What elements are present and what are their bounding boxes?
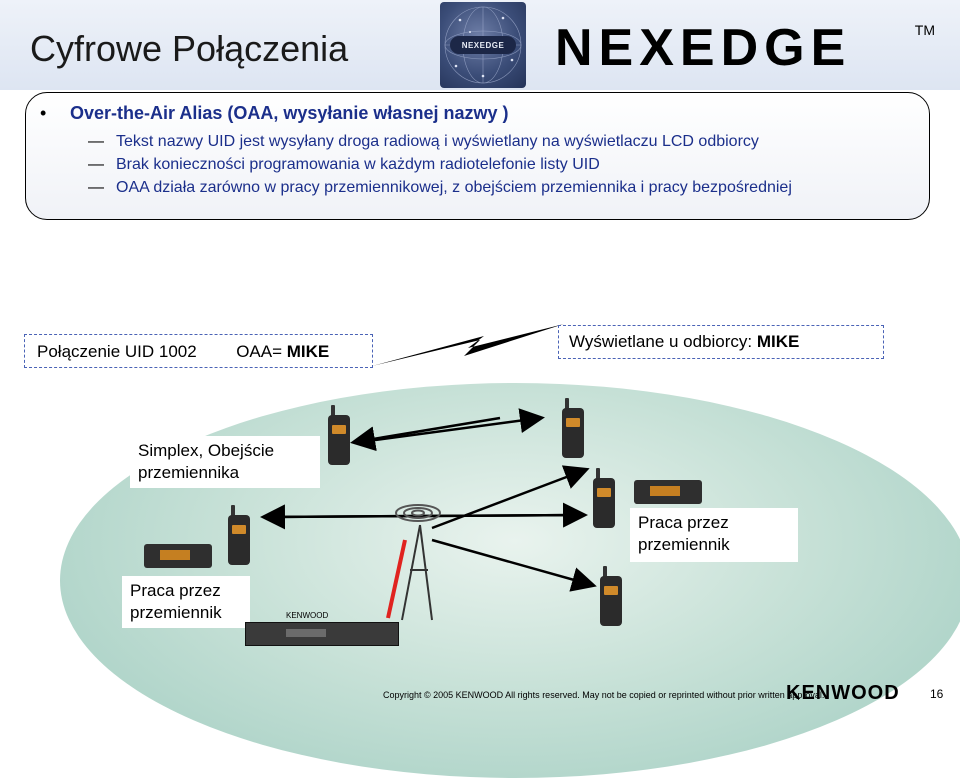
- handheld-radio-icon: [328, 405, 350, 465]
- nexedge-badge-logo: NEXEDGE: [440, 2, 526, 88]
- dash-icon: —: [88, 179, 104, 196]
- repeater-label-left: Praca przez przemiennik: [122, 576, 250, 628]
- connection-label: Połączenie UID 1002: [37, 342, 197, 361]
- repeater-unit-icon: [245, 622, 399, 646]
- repeater-label-right: Praca przez przemiennik: [630, 508, 798, 562]
- dash-icon: —: [88, 133, 104, 150]
- mobile-radio-icon: [144, 544, 212, 568]
- bullet-dot-icon: •: [40, 103, 47, 123]
- handheld-radio-icon: [228, 505, 250, 565]
- connection-arrows: [260, 408, 597, 621]
- page-number: 16: [930, 687, 944, 701]
- info-item: —Brak konieczności programowania w każdy…: [88, 156, 600, 173]
- mobile-radio-icon: [634, 480, 702, 504]
- repeater-brand-label: KENWOOD: [286, 611, 329, 620]
- copyright-text: Copyright © 2005 KENWOOD All rights rese…: [383, 690, 825, 700]
- kenwood-logo: KENWOOD: [786, 682, 900, 704]
- oaa-label: OAA=: [236, 342, 283, 361]
- page-title: Cyfrowe Połączenia: [30, 28, 349, 69]
- oaa-value: MIKE: [286, 342, 330, 361]
- tower-icon: [395, 504, 441, 621]
- receive-value: MIKE: [756, 332, 800, 351]
- handheld-radio-icon: [593, 468, 615, 528]
- info-item: —Tekst nazwy UID jest wysyłany droga rad…: [88, 133, 759, 150]
- info-panel: •Over-the-Air Alias (OAA, wysyłanie włas…: [25, 92, 930, 220]
- brand-wordmark: NEXEDGE: [555, 19, 852, 77]
- dash-icon: —: [88, 156, 104, 173]
- handheld-radio-icon: [562, 398, 584, 458]
- receive-label: Wyświetlane u odbiorcy:: [569, 332, 753, 351]
- simplex-label: Simplex, Obejście przemiennika: [130, 436, 320, 488]
- info-item: —OAA działa zarówno w pracy przemienniko…: [88, 179, 792, 196]
- brand-logo: NEXEDGE TM: [555, 18, 935, 78]
- badge-label: NEXEDGE: [450, 36, 516, 54]
- bullet-heading: •Over-the-Air Alias (OAA, wysyłanie włas…: [40, 103, 509, 123]
- receive-box: Wyświetlane u odbiorcy: MIKE: [558, 325, 884, 359]
- trademark-mark: TM: [914, 22, 935, 38]
- handheld-radio-icon: [600, 566, 622, 626]
- transmit-box: Połączenie UID 1002 OAA= MIKE: [24, 334, 373, 368]
